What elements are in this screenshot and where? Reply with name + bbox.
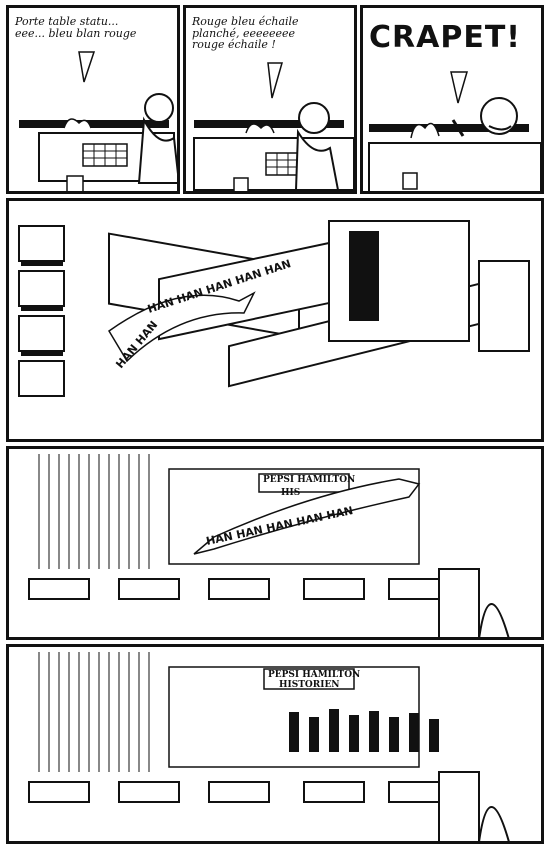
han-han-sfx: HAN HAN HAN HAN HAN HAN HAN [108, 257, 293, 371]
sign-pepsi-hamilton-2: PEPSI HAMILTON [268, 670, 361, 680]
speech-bubble-1: Porte table statu... eee... bleu blan ro… [15, 15, 137, 40]
panel-2-art [193, 62, 354, 191]
comic-panel-1: Porte table statu... eee... bleu blan ro… [6, 5, 180, 194]
sign-pepsi-hamilton: PEPSI HAMILTON [263, 475, 356, 485]
panel-3-art [368, 71, 541, 191]
comic-panel-2: Rouge bleu échaile planché, eeeeeeee rou… [183, 5, 357, 194]
speech-bubble-3: CRAPET! [369, 20, 521, 55]
comic-panel-3: CRAPET! [360, 5, 544, 194]
panel-5-art [28, 454, 510, 637]
comic-panel-4: HAN HAN HAN HAN HAN HAN HAN [6, 198, 544, 442]
comic-panel-6: PEPSI HAMILTON HISTORIEN [6, 644, 544, 844]
comic-panel-5: PEPSI HAMILTON HIS HAN HAN HAN HAN HAN [6, 446, 544, 640]
protesters-silhouettes [289, 709, 439, 752]
han-han-sfx-2: HAN HAN HAN HAN HAN [193, 478, 421, 555]
panel-6-art [28, 652, 510, 841]
panel-1-art [19, 51, 177, 191]
panel-4-art [18, 220, 530, 397]
sign-his: HIS [281, 488, 301, 498]
speech-bubble-2: Rouge bleu échaile planché, eeeeeeee rou… [192, 15, 299, 52]
sign-historien: HISTORIEN [279, 680, 340, 690]
